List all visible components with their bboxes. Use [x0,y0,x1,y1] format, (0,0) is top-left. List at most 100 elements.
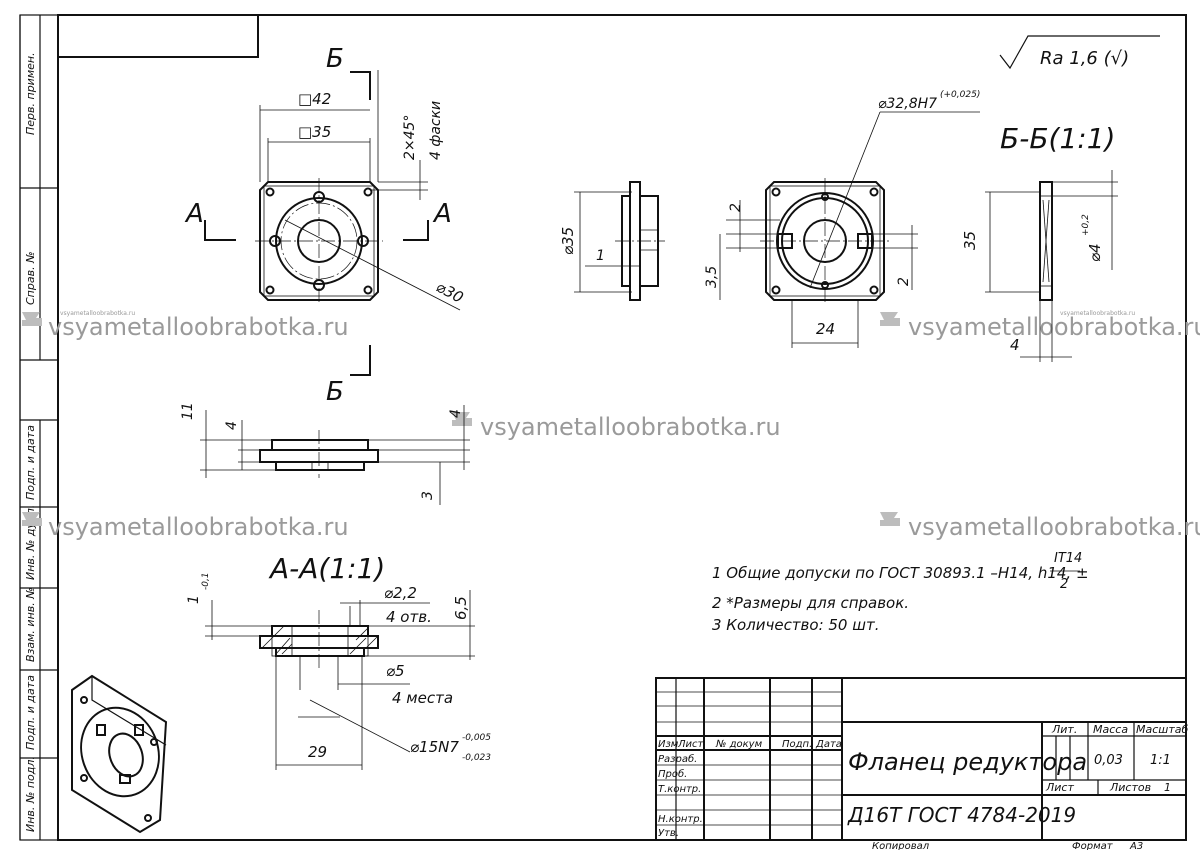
dim-front-3-5: 3,5 [704,266,720,288]
side-stamp-1: Перв. примен. [24,52,37,135]
tb-header-sign: Подп. [782,739,812,750]
side-stamp-2: Справ. № [24,251,37,305]
dim-aa-holes-note: 4 отв. [386,608,432,626]
tb-copied-label: Копировал [872,841,930,850]
dim-bb-4: 4 [1010,336,1020,354]
note-1: 1 Общие допуски по ГОСТ 30893.1 –H14, h1… [712,564,1089,582]
dim-chamfer-note: 4 фаски [428,101,444,160]
dim-bore-tol: (+0,025) [940,90,980,100]
dim-aa-29: 29 [308,743,327,761]
roughness-label: Ra 1,6 (√) [1040,48,1129,69]
side-stamp-3: Подп. и дата [24,425,37,500]
dim-elev-3: 3 [420,491,436,500]
dim-aa-15-tol-upper: -0,005 [462,733,491,743]
dim-circle-30: ⌀30 [433,278,466,307]
tb-sheet-label: Лист [1045,781,1074,794]
watermark-3: vsyametalloobrabotka.ru [452,412,781,441]
isometric-view [71,674,168,834]
note-fraction-num: IT14 [1054,551,1082,566]
note-3: 3 Количество: 50 шт. [712,616,879,634]
dim-aa-holes: ⌀2,2 [384,584,417,602]
svg-text:vsyametalloobrabotka.ru: vsyametalloobrabotka.ru [908,513,1200,541]
dim-square-outer: □42 [298,90,331,108]
front-view: ⌀32,8H7 (+0,025) 2 3,5 2 24 [704,90,980,348]
watermark-logo-icon [452,412,472,426]
dim-bb-hole-tol: +0,2 [1081,214,1091,236]
svg-text:vsyametalloobrabotka.ru: vsyametalloobrabotka.ru [480,413,781,441]
svg-text:vsyametalloobrabotka.ru: vsyametalloobrabotka.ru [48,513,349,541]
dim-aa-5: ⌀5 [386,662,405,680]
tb-role-nkontr: Н.контр. [658,814,703,825]
note-2: 2 *Размеры для справок. [712,594,909,612]
dim-front-24: 24 [816,320,835,338]
tb-scale-value: 1:1 [1150,753,1171,768]
dim-elev-4b: 4 [448,409,464,418]
watermark-logo-icon [22,312,42,326]
section-mark-b-bottom: Б [326,377,344,407]
watermark-logo-icon [22,512,42,526]
svg-text:vsyametalloobrabotka.ru: vsyametalloobrabotka.ru [48,313,349,341]
tb-role-tkontr: Т.контр. [658,784,701,795]
dim-aa-1-tol: -0,1 [201,572,211,590]
side-stamp-7: Инв. № подл. [24,756,37,832]
dim-aa-15: ⌀15N7 [410,738,459,756]
tb-role-razrab: Разраб. [658,753,697,765]
dim-aa-6-5: 6,5 [452,596,470,620]
tb-format-label: Формат [1072,841,1114,850]
roughness-mark: Ra 1,6 (√) [999,35,1160,70]
svg-text:vsyametalloobrabotka.ru: vsyametalloobrabotka.ru [1060,310,1135,317]
section-bb-title-text: Б-Б(1:1) [1000,122,1115,155]
section-bb: Б-Б(1:1) 35 ⌀4 +0,2 4 [961,122,1118,362]
elevation-view: 11 4 4 3 [180,402,470,505]
tb-part-name: Фланец редуктора [848,748,1087,776]
hatching-left [261,625,293,655]
tb-role-prob: Проб. [658,768,687,780]
dim-bb-35: 35 [961,231,979,250]
tb-header-date: Дата [815,739,842,750]
dim-chamfer: 2×45° [402,115,418,160]
section-aa-title: А-А(1:1) [268,552,385,585]
top-view: □42 □35 2×45° 4 фаски Б А А ⌀30 Б [184,44,466,407]
title-block: Изм Лист № докум Подп. Дата Разраб. Проб… [655,677,1188,850]
notes: 1 Общие допуски по ГОСТ 30893.1 –H14, h1… [712,551,1089,634]
dim-elev-11: 11 [180,402,196,420]
dim-aa-5-note: 4 места [392,689,453,707]
section-mark-a-right: А [432,199,452,229]
watermark-logo-icon [880,512,900,526]
section-mark-b-top: Б [326,44,344,74]
svg-text:vsyametalloobrabotka.ru: vsyametalloobrabotka.ru [908,313,1200,341]
dim-diameter-35: ⌀35 [559,227,577,255]
tb-mass-value: 0,03 [1094,753,1123,768]
tb-format-value: А3 [1129,841,1143,850]
dim-front-2b: 2 [896,277,912,286]
dim-bore: ⌀32,8H7 [878,96,937,112]
tb-header-doc: № докум [715,739,763,750]
sheet-frame [19,14,1187,841]
watermarks: vsyametalloobrabotka.ru vsyametalloobrab… [22,310,1200,541]
hatching-right [349,627,379,655]
dim-elev-4: 4 [224,421,240,430]
tb-role-utv: Утв. [658,828,679,839]
tb-lit-label: Лит. [1051,723,1077,736]
tb-mass-label: Масса [1093,723,1128,736]
watermark-logo-icon [880,312,900,326]
dim-square-inner: □35 [298,123,331,141]
side-stamp-6: Подп. и дата [24,675,37,750]
section-mark-a-left: А [184,199,204,229]
tb-material: Д16Т ГОСТ 4784-2019 [847,803,1076,827]
note-fraction-den: 2 [1060,577,1068,592]
dim-front-2a: 2 [728,203,744,212]
section-aa: А-А(1:1) 1 -0,1 ⌀2,2 4 отв. [186,552,491,770]
dim-aa-1: 1 [186,595,202,604]
tb-sheets-value: 1 [1164,781,1171,794]
tb-scale-label: Масштаб [1136,723,1188,736]
svg-text:vsyametalloobrabotka.ru: vsyametalloobrabotka.ru [60,310,135,317]
watermark-2: vsyametalloobrabotka.ru vsyametalloobrab… [880,310,1200,341]
watermark-5: vsyametalloobrabotka.ru [880,512,1200,541]
dim-bb-hole: ⌀4 [1086,243,1104,262]
side-stamps: Перв. примен. Справ. № Подп. и дата Инв.… [24,52,37,832]
dim-aa-15-tol-lower: -0,023 [462,753,491,763]
tb-sheets-label: Листов [1109,781,1151,794]
side-view-small: ⌀35 1 [559,181,665,301]
